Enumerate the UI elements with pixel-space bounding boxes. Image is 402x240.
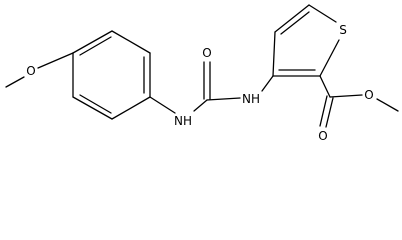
atom-nh-aryl: NH xyxy=(174,114,192,128)
benzene-bond-4 xyxy=(111,96,151,120)
thiophene-bond-c4-c5 xyxy=(274,4,310,33)
chemical-structure-drawing: O NH O NH xyxy=(5,4,399,143)
thiophene-ring: S xyxy=(272,4,347,77)
benzene-bond-1 xyxy=(72,30,113,54)
thiophene-bond-c5-s xyxy=(308,4,337,23)
methyl-ester-group: O O xyxy=(318,75,399,143)
bond-o-methyl xyxy=(376,98,399,112)
thiophene-bond-c4-c5-inner xyxy=(280,11,310,35)
bond-nh-carbonyl-c xyxy=(193,99,208,112)
bond-nh-thiophene xyxy=(261,75,274,92)
bond-carbonyl-c-nh xyxy=(206,97,241,101)
atom-o-ester-carbonyl: O xyxy=(318,129,327,143)
bond-ester-carbonyl-a xyxy=(319,95,328,127)
benzene-bond-5 xyxy=(72,96,113,120)
bond-aryl-nh xyxy=(149,96,176,114)
atom-o-methoxy: O xyxy=(26,64,35,78)
bond-thiophene-ester-c xyxy=(319,75,331,98)
atom-o-carbonyl: O xyxy=(202,46,211,60)
benzene-bond-5-inner xyxy=(79,94,112,114)
benzene-bond-2 xyxy=(111,30,151,54)
bond-methyl-o xyxy=(5,76,25,88)
thiophene-bond-s-c2 xyxy=(319,39,340,77)
thiophene-bond-c3-c4 xyxy=(272,31,276,77)
bond-ester-c-o xyxy=(329,94,363,98)
benzene-bond-1-inner xyxy=(79,36,112,56)
benzene-ring xyxy=(72,30,151,120)
bond-ester-carbonyl-b xyxy=(325,97,334,128)
atom-o-ester: O xyxy=(364,88,373,102)
atom-s-thiophene: S xyxy=(339,23,347,37)
atom-nh-thienyl: NH xyxy=(242,92,260,106)
urea-linker: NH O NH xyxy=(149,46,274,128)
methoxy-group: O xyxy=(5,52,74,88)
chemical-structure-scene: O NH O NH xyxy=(5,4,399,143)
bond-o-aryl xyxy=(37,52,74,69)
